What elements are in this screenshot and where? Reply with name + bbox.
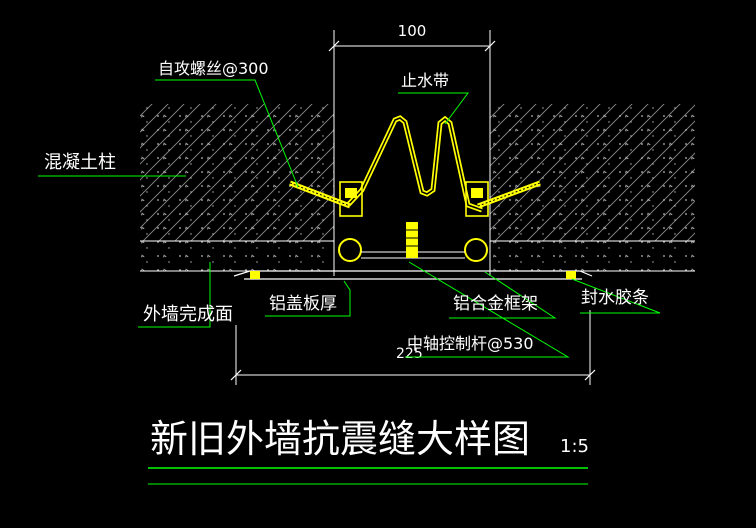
wall-finish-layer — [140, 240, 695, 272]
dimension-bottom: 225 — [230, 310, 596, 385]
title-main: 新旧外墙抗震缝大样图 — [150, 417, 530, 461]
concrete-column-right — [489, 30, 695, 276]
aluminium-cover-plate — [233, 270, 593, 280]
label-wall-finish: 外墙完成面 — [143, 304, 233, 325]
dimension-bottom-label: 225 — [396, 346, 423, 362]
title-scale: 1:5 — [560, 436, 589, 457]
screw-left — [289, 180, 351, 209]
screw-right — [477, 180, 541, 209]
label-waterstop: 止水带 — [401, 71, 449, 90]
label-aluminium-frame: 铝合金框架 — [453, 294, 538, 314]
label-center-rod: 中轴控制杆@530 — [407, 334, 534, 353]
waterstop-band-inner — [347, 117, 483, 211]
label-aluminium-cover: 铝盖板厚 — [269, 294, 337, 314]
label-screw: 自攻螺丝@300 — [158, 59, 269, 78]
clamp-left — [339, 181, 363, 217]
label-concrete-column: 混凝土柱 — [44, 152, 116, 173]
drawing-title: 新旧外墙抗震缝大样图 1:5 — [148, 417, 589, 485]
center-control-rod — [406, 222, 418, 258]
dimension-top-label: 100 — [398, 22, 427, 40]
clamp-right — [465, 181, 489, 217]
concrete-column-left — [140, 30, 335, 276]
leader-lines — [38, 79, 661, 358]
label-sealant-strip: 封水胶条 — [581, 288, 649, 308]
dimension-top: 100 — [328, 22, 496, 52]
